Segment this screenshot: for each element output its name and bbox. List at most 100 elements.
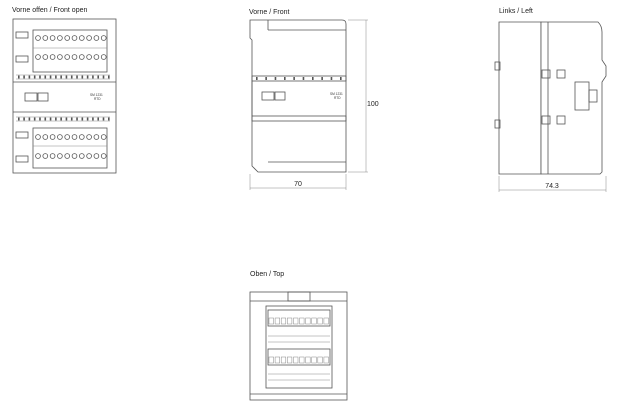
module-type-open: RTD xyxy=(94,97,101,101)
top-housing xyxy=(249,291,348,401)
terminal-cell xyxy=(274,356,280,364)
front-open-title: Vorne offen / Front open xyxy=(12,7,88,14)
marking-tick xyxy=(293,77,295,80)
marking-tick xyxy=(92,75,94,79)
front-housing xyxy=(249,19,347,173)
terminal-screw xyxy=(100,153,107,159)
front-height-dim: 100 xyxy=(367,101,379,108)
marking-tick xyxy=(55,117,57,121)
terminal-screw xyxy=(71,35,78,41)
left-view: 74.3 xyxy=(494,21,607,192)
upper-rail xyxy=(251,75,347,82)
marking-tick xyxy=(33,117,36,121)
terminal-cell xyxy=(299,356,305,364)
marking-tick xyxy=(86,75,89,79)
terminal-cell xyxy=(311,317,317,325)
terminal-screw xyxy=(42,153,49,159)
terminal-cell xyxy=(305,356,311,364)
marking-tick xyxy=(28,75,31,79)
marking-tick xyxy=(44,75,47,79)
terminal-screw xyxy=(35,54,41,60)
terminal-screw xyxy=(79,153,85,159)
terminal-screw xyxy=(93,54,100,60)
marking-tick xyxy=(284,77,286,80)
marking-tick xyxy=(108,117,110,121)
module-name-front: SM 1231 xyxy=(330,92,343,96)
top-title: Oben / Top xyxy=(250,271,285,278)
terminal-screw xyxy=(93,35,100,41)
bottom-terminal-block xyxy=(32,127,108,169)
terminal-screw xyxy=(57,134,63,140)
terminal-screw xyxy=(49,153,56,159)
terminal-screw xyxy=(42,35,49,41)
rail-ticks xyxy=(256,77,342,80)
terminal-screw xyxy=(79,35,85,41)
terminal-cell xyxy=(280,317,287,325)
terminal-screw xyxy=(86,134,92,140)
terminal-screw xyxy=(71,54,78,60)
top-terminal-strip-lower xyxy=(267,348,331,366)
terminal-cell xyxy=(287,317,293,325)
left-front-part xyxy=(540,21,607,175)
marking-tick xyxy=(265,77,267,80)
marking-tick xyxy=(81,75,84,79)
terminal-screw xyxy=(42,54,49,60)
terminal-screw xyxy=(49,35,56,41)
marking-tick xyxy=(23,117,25,121)
terminal-screw xyxy=(79,134,85,140)
terminal-cell xyxy=(280,356,287,364)
marking-tick xyxy=(39,75,41,79)
marking-tick xyxy=(102,75,105,79)
front-title: Vorne / Front xyxy=(249,9,290,16)
left-depth-dim: 74.3 xyxy=(545,183,559,190)
lower-rail xyxy=(251,115,347,122)
terminal-screw xyxy=(86,35,92,41)
terminal-cell xyxy=(293,356,299,364)
terminal-screw xyxy=(93,153,100,159)
terminal-screw xyxy=(57,54,63,60)
marking-tick xyxy=(321,77,323,80)
tick-row-2 xyxy=(18,117,110,121)
upper-strip-cells xyxy=(268,317,329,325)
terminal-cell xyxy=(268,356,274,364)
marking-tick xyxy=(18,75,20,79)
top-terminal-row-1 xyxy=(35,35,107,41)
marking-tick xyxy=(340,77,342,80)
marking-tick xyxy=(18,117,20,121)
top-view xyxy=(249,291,348,401)
marking-tick xyxy=(76,75,78,79)
terminal-cell xyxy=(317,317,323,325)
terminal-screw xyxy=(35,35,41,41)
marking-tick xyxy=(274,77,277,80)
terminal-screw xyxy=(79,54,85,60)
terminal-screw xyxy=(86,153,92,159)
terminal-screw xyxy=(64,134,70,140)
terminal-screw xyxy=(57,153,63,159)
terminal-screw xyxy=(93,134,100,140)
front-open-view: SM 1231 RTD xyxy=(12,18,117,174)
terminal-screw xyxy=(64,35,70,41)
marking-tick xyxy=(55,75,57,79)
marking-tick xyxy=(70,117,73,121)
marking-tick xyxy=(97,75,100,79)
marking-tick xyxy=(92,117,94,121)
marking-tick xyxy=(28,117,31,121)
marking-tick xyxy=(302,77,305,80)
terminal-cell xyxy=(305,317,311,325)
marking-tick xyxy=(97,117,100,121)
marking-tick xyxy=(60,117,62,121)
terminal-cell xyxy=(274,317,280,325)
status-led-block xyxy=(24,92,38,102)
marking-tick xyxy=(23,75,25,79)
marking-tick xyxy=(44,117,47,121)
terminal-screw xyxy=(71,153,78,159)
terminal-screw xyxy=(100,35,107,41)
terminal-screw xyxy=(49,54,56,60)
terminal-screw xyxy=(64,54,70,60)
terminal-cell xyxy=(317,356,323,364)
marking-tick xyxy=(330,77,333,80)
marking-tick xyxy=(256,77,258,80)
terminal-cell xyxy=(323,356,329,364)
terminal-screw xyxy=(35,134,41,140)
terminal-screw xyxy=(57,35,63,41)
